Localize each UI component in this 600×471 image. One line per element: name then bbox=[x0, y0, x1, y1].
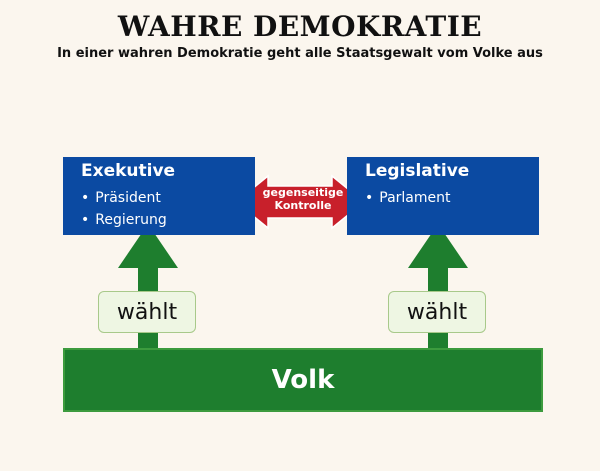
people-label: Volk bbox=[271, 365, 335, 395]
executive-title: Exekutive bbox=[81, 161, 176, 181]
mutual-control-label: gegenseitige Kontrolle bbox=[247, 186, 359, 212]
legislative-box: Legislative Parlament bbox=[347, 157, 539, 235]
executive-item-president: Präsident bbox=[81, 187, 167, 209]
vote-label-right: wählt bbox=[388, 291, 486, 333]
executive-item-government: Regierung bbox=[81, 209, 167, 231]
legislative-list: Parlament bbox=[365, 187, 450, 209]
arrow-up-left-icon bbox=[118, 224, 178, 350]
arrow-up-right-icon bbox=[408, 224, 468, 350]
page-subtitle: In einer wahren Demokratie geht alle Sta… bbox=[57, 46, 543, 61]
mutual-control-line2: Kontrolle bbox=[274, 199, 332, 212]
legislative-title: Legislative bbox=[365, 161, 470, 181]
executive-box: Exekutive Präsident Regierung bbox=[63, 157, 255, 235]
legislative-item-parliament: Parlament bbox=[365, 187, 450, 209]
people-bar: Volk bbox=[63, 348, 543, 412]
mutual-control-line1: gegenseitige bbox=[262, 186, 344, 199]
page-title: WAHRE DEMOKRATIE bbox=[117, 10, 483, 43]
executive-list: Präsident Regierung bbox=[81, 187, 167, 231]
vote-label-left: wählt bbox=[98, 291, 196, 333]
